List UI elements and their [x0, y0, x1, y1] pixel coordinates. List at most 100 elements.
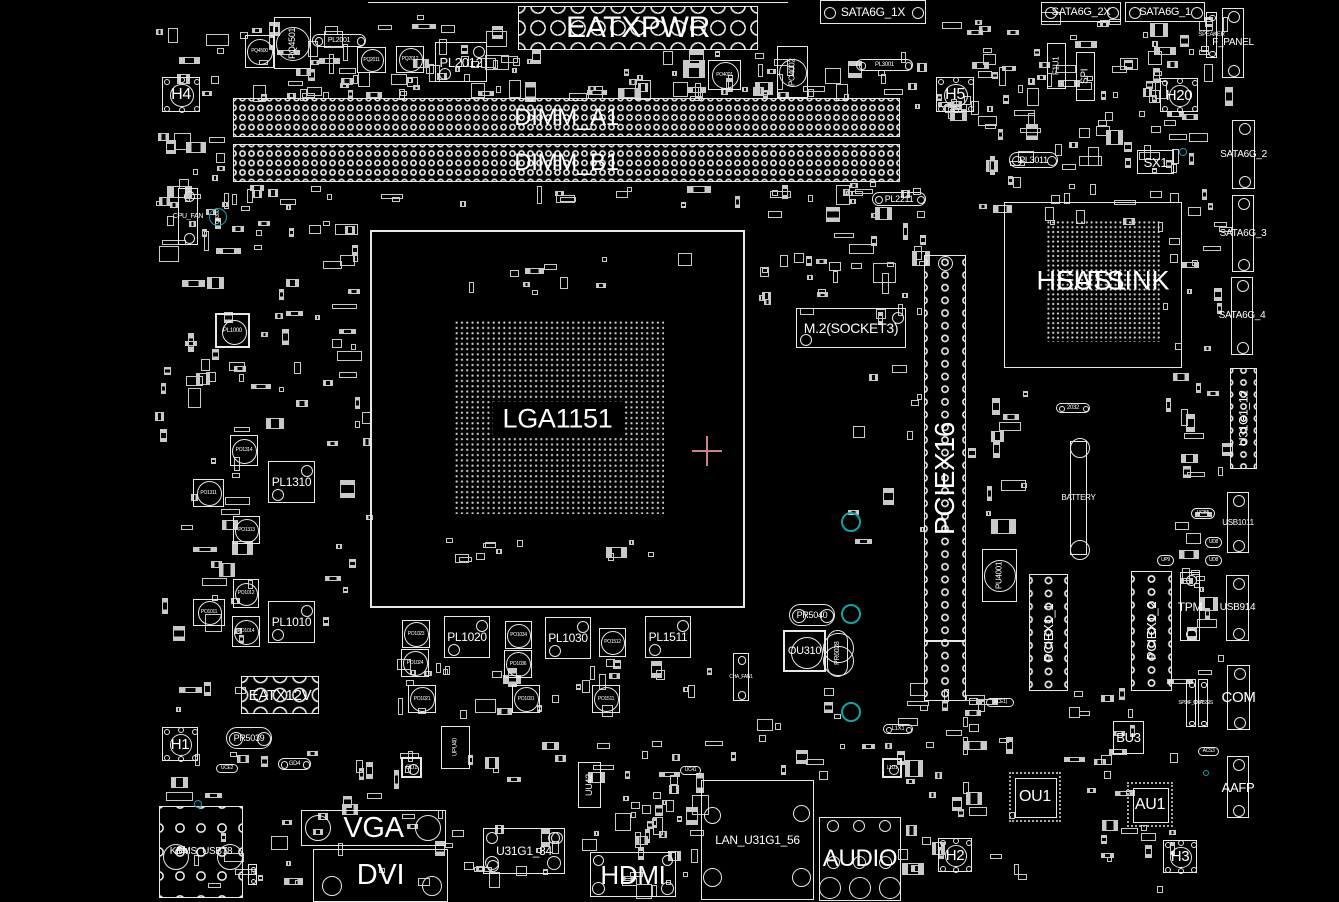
f-panel-header[interactable]: F_PANEL: [1212, 8, 1254, 78]
pill-ld4[interactable]: LD4: [248, 864, 257, 885]
chassis-header[interactable]: CHASSIS: [1193, 679, 1213, 727]
mount-h3[interactable]: H3: [1163, 840, 1197, 874]
chip-au1[interactable]: AU1: [1127, 782, 1173, 827]
sata6g-2-port[interactable]: SATA6G_2: [1220, 120, 1267, 189]
eatxpwr-connector[interactable]: EATXPWR: [518, 6, 758, 50]
dimm-a1-slot[interactable]: DIMM_A1: [233, 98, 900, 137]
battery-holder[interactable]: BATTERY: [1061, 438, 1096, 560]
chip-spi[interactable]: SPI: [1076, 52, 1095, 101]
eatx12v-connector[interactable]: EATX12V: [241, 676, 319, 714]
coil-pq4501[interactable]: PQ4501: [274, 17, 311, 69]
pad: [1154, 47, 1177, 56]
aafp-header[interactable]: AAFP: [1222, 756, 1255, 818]
coil-pu4001[interactable]: PU4001: [982, 549, 1017, 602]
pad: [1013, 176, 1022, 188]
usb1011-header[interactable]: USB1011: [1222, 492, 1254, 553]
chip-pl1030[interactable]: PL1030: [545, 617, 591, 659]
cpu-fan-header[interactable]: CPU_FAN: [173, 188, 203, 245]
pill-pl3011[interactable]: PL3011: [1009, 152, 1058, 168]
coil-po1012[interactable]: PO1012: [233, 579, 259, 608]
mount-h20[interactable]: H20: [1160, 78, 1198, 113]
chip-upu40[interactable]: UPU40: [441, 726, 470, 769]
coil-po1314[interactable]: PO1314: [230, 435, 258, 466]
coil-po1014[interactable]: PO1014: [232, 616, 260, 647]
coil-po1023[interactable]: PO1023: [402, 620, 430, 648]
spdif-out-header[interactable]: SPDIF_OUT: [1178, 679, 1204, 727]
pill-l1x1[interactable]: L1X1: [883, 724, 913, 734]
coil-pq4500[interactable]: PQ4500: [245, 35, 274, 68]
lga1151-socket[interactable]: LGA1151: [370, 230, 745, 608]
chip-pl2012[interactable]: PL2012: [435, 42, 487, 82]
coil-pq2011[interactable]: PQ2011: [357, 47, 386, 73]
coil-po1512[interactable]: PO1512: [599, 628, 626, 657]
pill-pr5039[interactable]: PR5039: [226, 727, 272, 749]
chip-pl1310[interactable]: PL1310: [268, 461, 315, 503]
mount-h4[interactable]: H4: [162, 77, 200, 113]
cha-fan1-header[interactable]: CHA_FAN1: [729, 653, 753, 701]
pill-pl2001[interactable]: PL2001: [312, 34, 366, 47]
pad: [622, 796, 629, 802]
mount-h2[interactable]: H2: [938, 838, 972, 873]
pill-acs3[interactable]: ACS3: [1198, 747, 1219, 756]
pciex1-2-slot[interactable]: PCIEX1_2: [1131, 571, 1172, 691]
chip-pl1020[interactable]: PL1020: [444, 616, 490, 658]
mount-h5[interactable]: H5: [936, 77, 974, 113]
pill-uce2[interactable]: UCE2: [216, 764, 238, 773]
pill-ud8-2[interactable]: UD8: [1205, 555, 1222, 566]
chip-uu42[interactable]: UU42: [578, 762, 601, 808]
pad: [161, 383, 167, 395]
tpm-header[interactable]: TPM: [1178, 572, 1203, 641]
coil-po1311[interactable]: PO1311: [193, 479, 224, 507]
pill-uc41[interactable]: UC41: [680, 766, 701, 775]
pill-2032[interactable]: 2032: [1056, 403, 1090, 413]
chip-pl1511[interactable]: PL1511: [645, 616, 691, 658]
sata6g-4-port[interactable]: SATA6G_4: [1219, 277, 1266, 355]
coil-po1021[interactable]: PO1021: [408, 685, 436, 713]
coil-po1034[interactable]: PO1034: [505, 621, 532, 649]
coil-po1511[interactable]: PO1511: [592, 685, 620, 713]
pill-pr5040[interactable]: PR5040: [789, 604, 835, 626]
sata6g-1-port[interactable]: SATA6G_1: [1125, 2, 1205, 22]
coil-po1031[interactable]: PO1031: [512, 685, 540, 713]
coil-po1313[interactable]: PO1313: [233, 516, 260, 544]
chipset-courtyard[interactable]: [1004, 202, 1182, 368]
pill-pr6028[interactable]: PR6028: [823, 630, 854, 677]
pill-3ce1[interactable]: 3(CE1): [986, 698, 1014, 707]
sata6g-2x-port[interactable]: SATA6G_2X: [1041, 2, 1121, 22]
pill-pl3001[interactable]: PL3001: [856, 59, 913, 71]
pad: [323, 261, 343, 270]
sata6g-1x-port[interactable]: SATA6G_1X: [820, 0, 926, 24]
sata6g-3-port[interactable]: SATA6G_3: [1220, 195, 1267, 272]
com-header[interactable]: COM: [1221, 665, 1256, 730]
coil-po1011[interactable]: PO1011: [193, 599, 225, 626]
coil-po1024[interactable]: PO1024: [401, 649, 429, 677]
coil-po4002[interactable]: PO4002: [777, 46, 808, 98]
chip-bu3[interactable]: BU3: [1113, 721, 1144, 754]
mount-h1[interactable]: H1: [162, 727, 198, 762]
usb914-header[interactable]: USB914: [1220, 575, 1256, 641]
pill-up9[interactable]: UP9: [1157, 555, 1174, 566]
chip-gu1[interactable]: GU1: [401, 757, 422, 778]
m2-socket3[interactable]: M.2(SOCKET3): [796, 308, 906, 348]
chip-ou1[interactable]: OU1: [1009, 772, 1061, 822]
coil-pq2012[interactable]: PQ2012: [396, 46, 424, 73]
coil-qu300[interactable]: QU300: [208, 204, 229, 230]
pill-gd4[interactable]: GD4: [278, 758, 311, 770]
u31g1-12-header[interactable]: U31G1_12: [1230, 368, 1257, 469]
pill-pl2211[interactable]: PL2211: [872, 192, 926, 206]
pciex1-1-slot[interactable]: PCIEX1_1: [1029, 574, 1068, 691]
pill-ud8-1[interactable]: UD8: [1205, 537, 1222, 548]
chip-f1u1[interactable]: F1U1: [1047, 43, 1066, 89]
chip-l1u1[interactable]: L1U1: [882, 758, 902, 778]
coil-po1036[interactable]: PO1036: [504, 650, 532, 678]
chip-sx1[interactable]: SX1: [1137, 150, 1174, 174]
coil-po4001[interactable]: PO4001: [708, 60, 741, 90]
pciex16-slot[interactable]: PCIEX16: [924, 255, 966, 701]
chip-ou310[interactable]: OU310: [783, 630, 826, 672]
pill-ucb5[interactable]: UCB5: [1191, 508, 1215, 519]
chip-pl1010[interactable]: PL1010: [268, 601, 315, 643]
speaker-header[interactable]: SPEAKER: [1198, 12, 1225, 58]
chip-pl1000[interactable]: PL1000: [215, 313, 250, 348]
dimm-b1-slot[interactable]: DIMM_B1: [233, 144, 900, 182]
